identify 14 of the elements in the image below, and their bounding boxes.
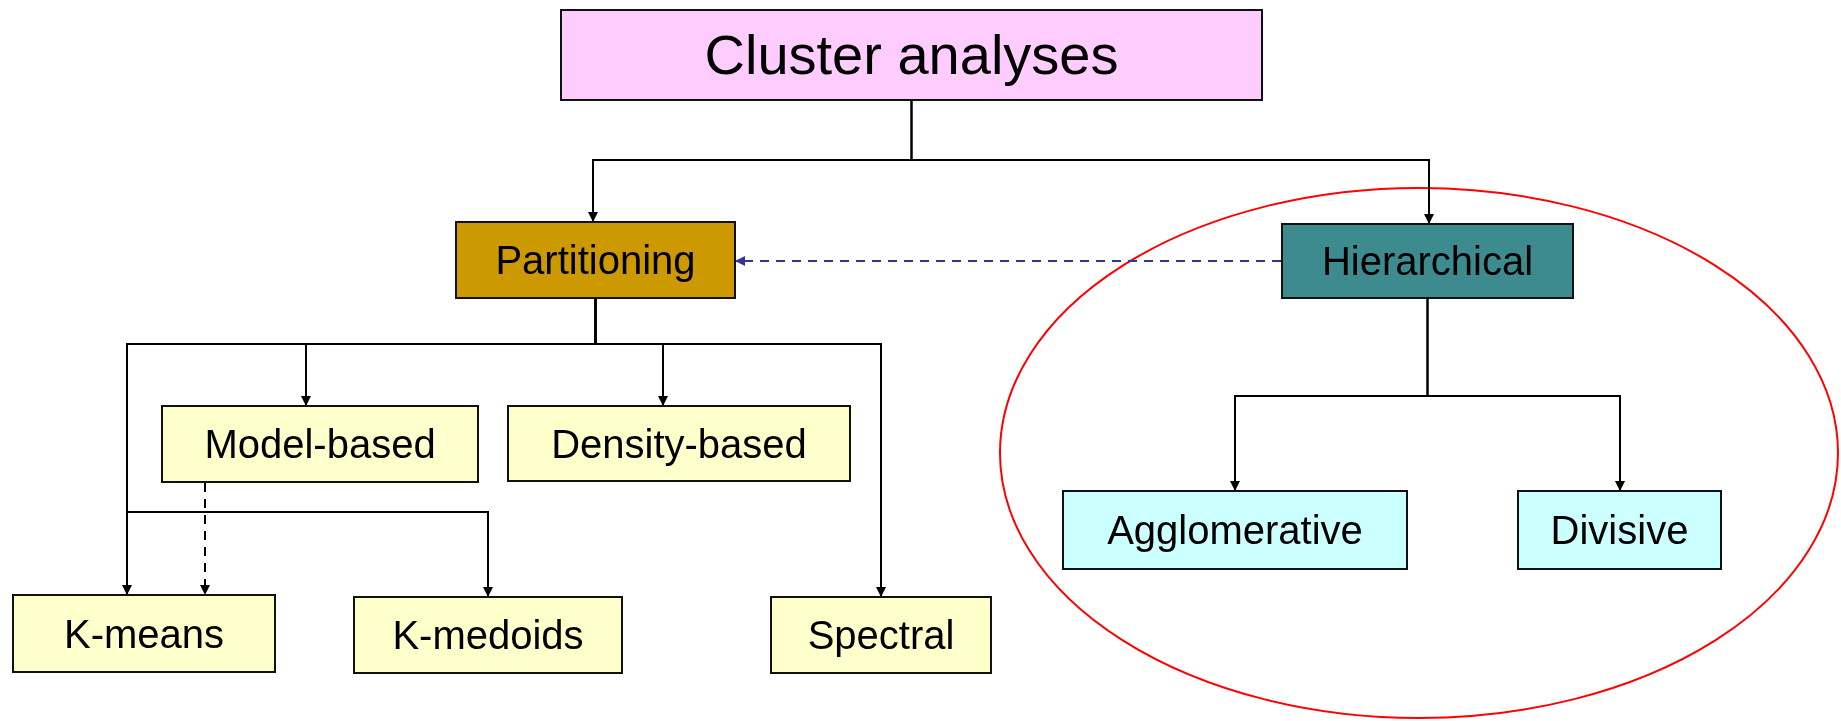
arrow (200, 482, 210, 595)
category-box: Model-based (161, 405, 479, 483)
arrow (735, 256, 1282, 266)
arrow (910, 100, 1434, 224)
category-box: K-means (12, 594, 276, 673)
category-box: Agglomerative (1062, 490, 1408, 570)
category-box: K-medoids (353, 596, 623, 674)
category-box: Density-based (507, 405, 851, 482)
category-box: Hierarchical (1281, 223, 1574, 299)
category-box: Spectral (770, 596, 992, 674)
category-box: Partitioning (455, 221, 736, 299)
title-box: Cluster analyses (560, 9, 1263, 101)
category-box: Divisive (1517, 490, 1722, 570)
arrow (1426, 298, 1625, 491)
